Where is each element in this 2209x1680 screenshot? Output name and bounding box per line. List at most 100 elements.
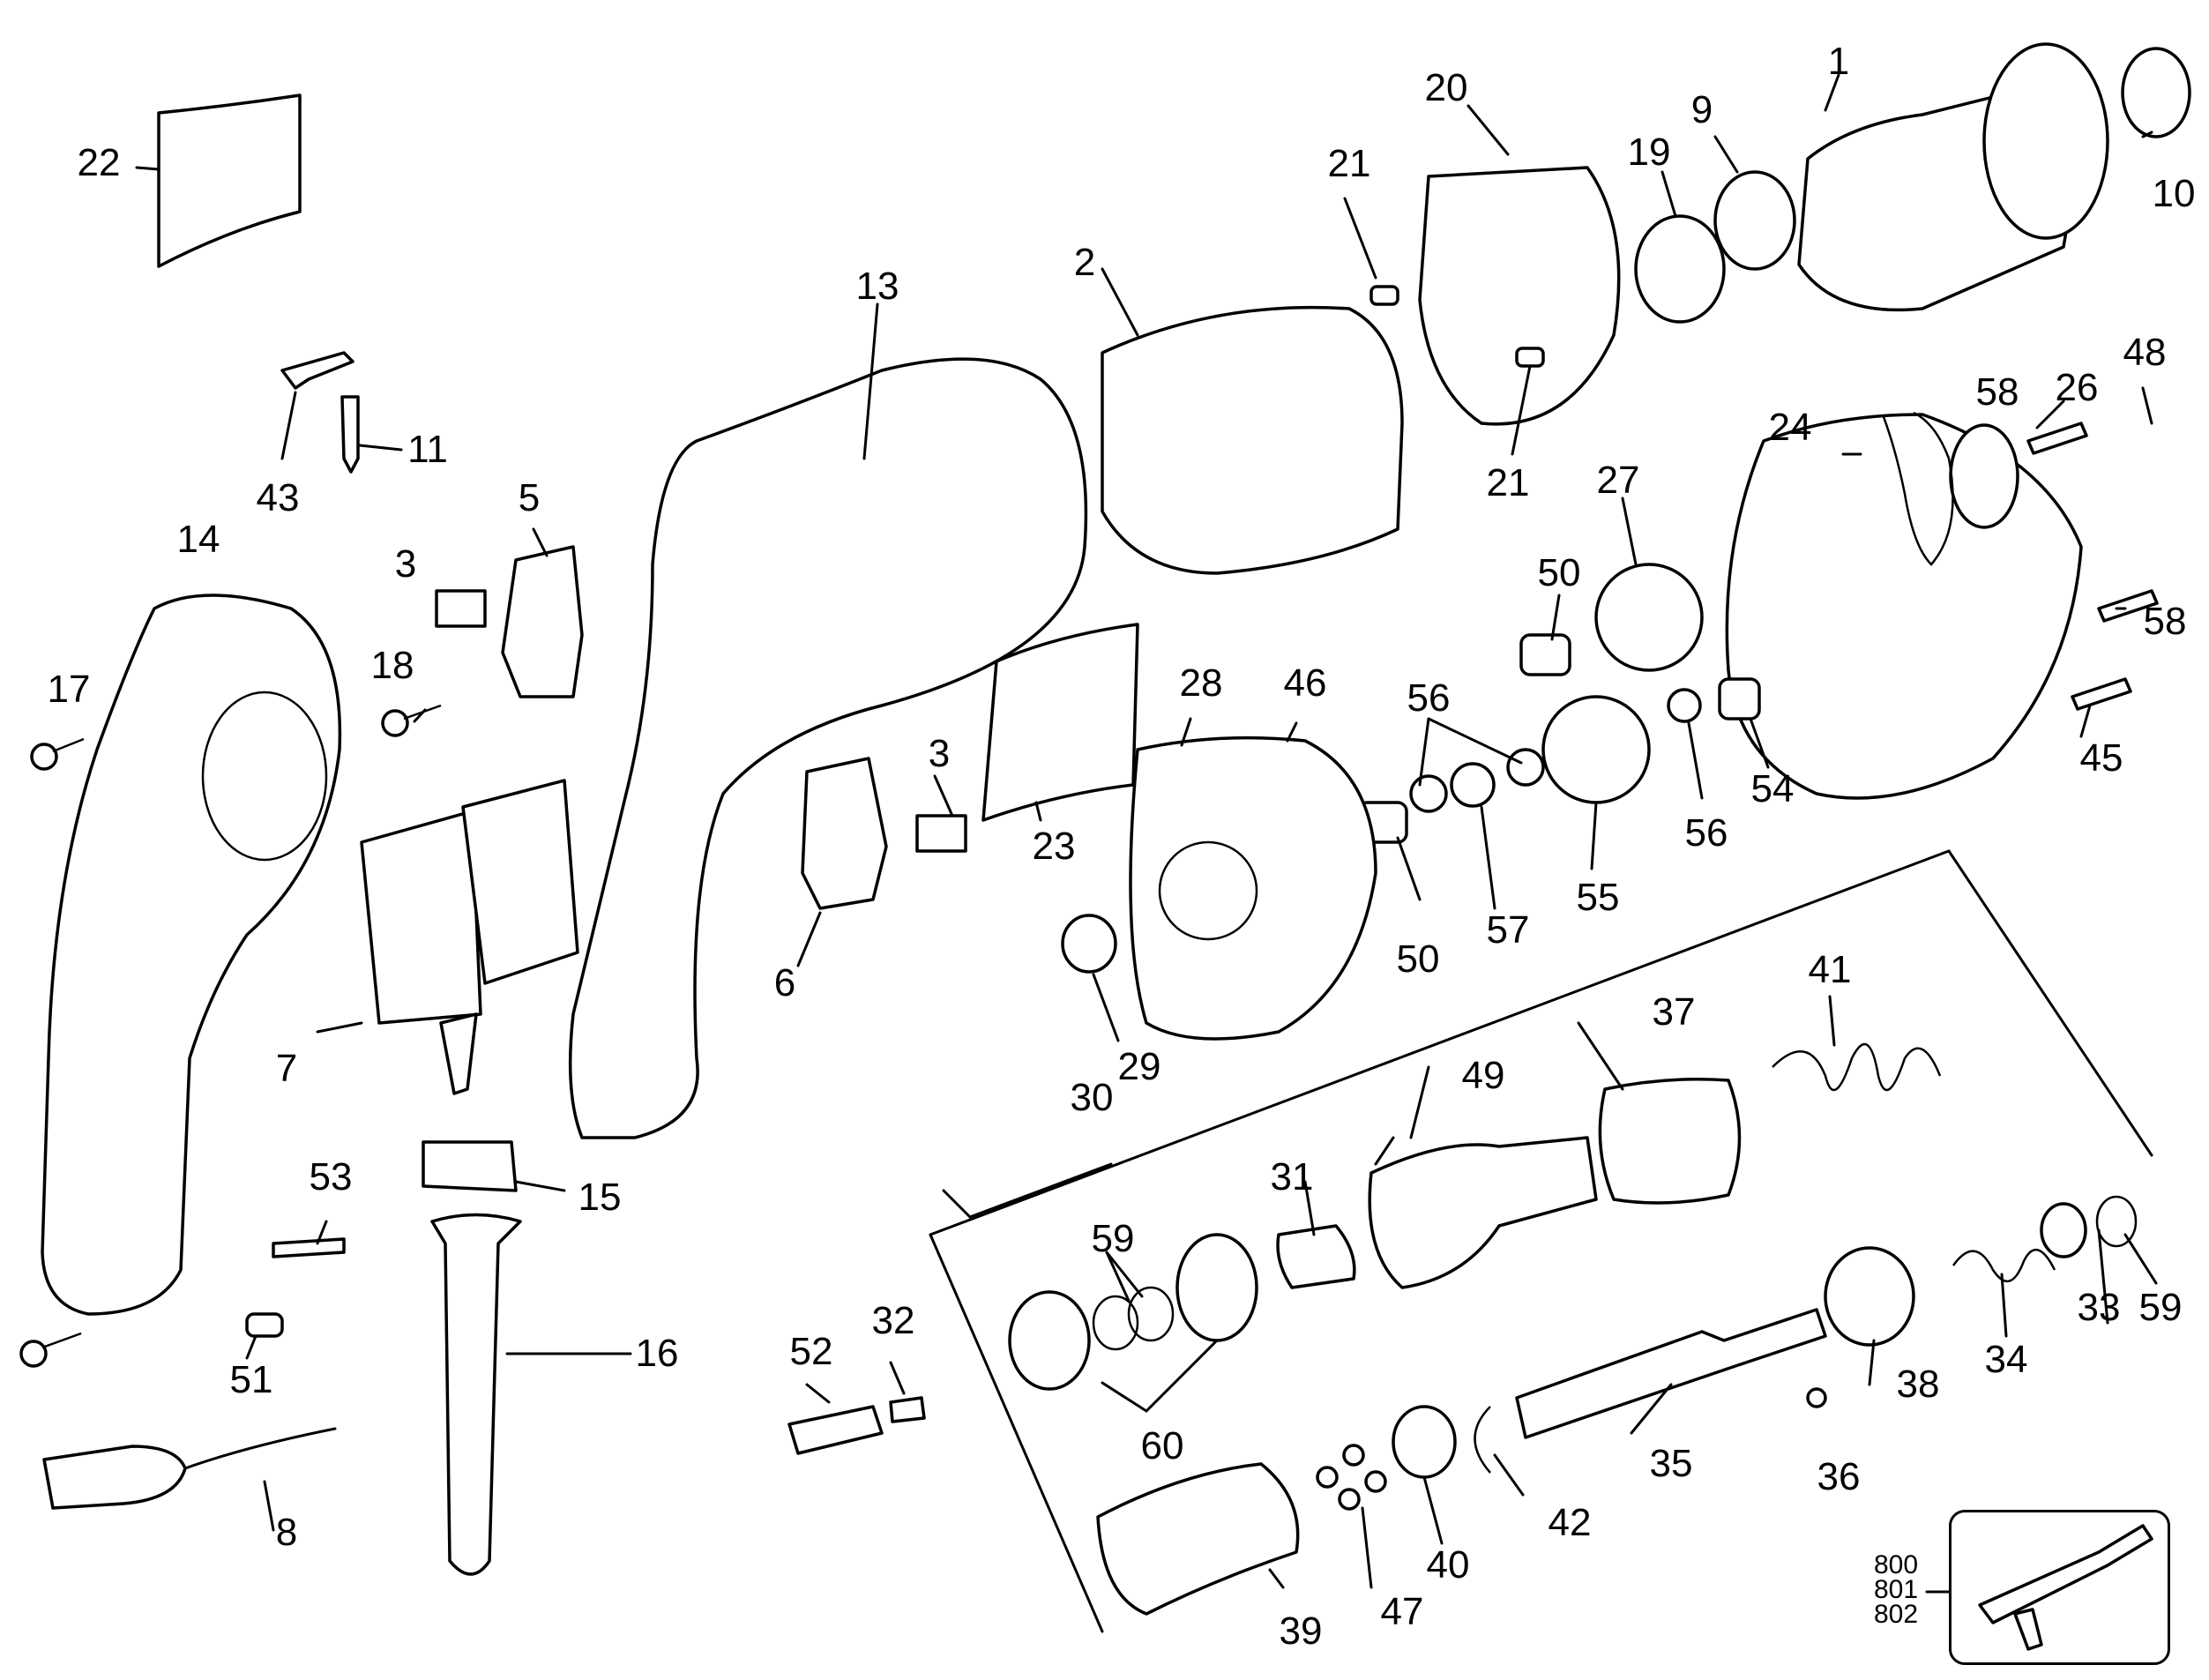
callout-16: 16 bbox=[635, 1332, 679, 1375]
washer-part-56c bbox=[1667, 688, 1702, 723]
clutch-part-60a bbox=[1008, 1290, 1091, 1391]
callout-41: 41 bbox=[1808, 948, 1852, 991]
callout-14: 14 bbox=[176, 518, 220, 561]
callout-6: 6 bbox=[773, 961, 796, 1004]
callout-17: 17 bbox=[47, 668, 91, 711]
callout-43: 43 bbox=[256, 476, 300, 519]
spring-part-34 bbox=[1952, 1248, 2056, 1283]
bearing-part-54 bbox=[1718, 677, 1761, 721]
pin-part-32 bbox=[889, 1396, 926, 1423]
sleeve-part-38 bbox=[1824, 1246, 1915, 1347]
screw-part-45 bbox=[2071, 677, 2132, 711]
connector-part-51 bbox=[245, 1312, 284, 1338]
ball-part-47a bbox=[1342, 1444, 1365, 1467]
field-part bbox=[1101, 305, 1404, 575]
callout-49: 49 bbox=[1461, 1054, 1505, 1097]
callout-31: 31 bbox=[1270, 1155, 1314, 1198]
callout-22: 22 bbox=[77, 141, 121, 184]
brush-ring-part bbox=[1418, 166, 1621, 426]
side-handle-part bbox=[430, 1213, 522, 1576]
callout-37: 37 bbox=[1652, 990, 1696, 1034]
callout-23: 23 bbox=[1032, 825, 1076, 868]
sleeve-part-31 bbox=[1276, 1224, 1356, 1289]
retaining-ring-part-59c bbox=[2095, 1195, 2138, 1248]
callout-26: 26 bbox=[2055, 366, 2099, 409]
label-sheet-part bbox=[157, 93, 302, 268]
brush-holder-part-2 bbox=[801, 757, 888, 910]
callout-45: 45 bbox=[2079, 736, 2123, 780]
handle-half-part bbox=[41, 594, 342, 1316]
clutch-group-outline bbox=[929, 849, 2153, 1236]
spring-part-41 bbox=[1772, 1042, 1942, 1092]
terminal-part-53 bbox=[272, 1237, 346, 1258]
callout-3: 3 bbox=[394, 542, 417, 586]
bearing-plate-part bbox=[1129, 735, 1377, 1041]
screw-head-part-18 bbox=[381, 709, 409, 737]
callout-59b: 59 bbox=[2138, 1286, 2183, 1329]
brush-holder-part bbox=[501, 545, 584, 698]
callout-800: 800 bbox=[1873, 1550, 1919, 1579]
motor-housing-part bbox=[568, 357, 1088, 1139]
collar-part-37 bbox=[1598, 1078, 1742, 1205]
callout-56b: 56 bbox=[1684, 811, 1728, 855]
callout-34: 34 bbox=[1984, 1338, 2028, 1381]
callout-9: 9 bbox=[1690, 88, 1713, 131]
screw-head-part-lower bbox=[19, 1340, 48, 1368]
callout-29: 29 bbox=[1117, 1045, 1161, 1088]
callout-19: 19 bbox=[1627, 131, 1671, 174]
callout-802: 802 bbox=[1873, 1600, 1919, 1629]
spring-part-52 bbox=[787, 1405, 884, 1455]
callout-60: 60 bbox=[1140, 1424, 1184, 1467]
spacer-part-57 bbox=[1450, 762, 1496, 808]
callout-30: 30 bbox=[1070, 1076, 1114, 1119]
callout-55: 55 bbox=[1576, 876, 1620, 919]
switch-part bbox=[360, 810, 482, 1025]
ball-part-47d bbox=[1316, 1466, 1339, 1489]
retaining-ring-part-59b bbox=[1127, 1286, 1175, 1342]
callout-54: 54 bbox=[1750, 767, 1795, 810]
callout-801: 801 bbox=[1873, 1575, 1919, 1604]
nose-part-49 bbox=[1368, 1136, 1598, 1289]
clip-part bbox=[280, 351, 354, 390]
side-handle-clamp-part bbox=[422, 1140, 518, 1192]
callout-33: 33 bbox=[2077, 1286, 2121, 1329]
callout-27: 27 bbox=[1596, 459, 1640, 502]
washer-part-29 bbox=[1061, 914, 1117, 974]
callout-35: 35 bbox=[1649, 1442, 1693, 1485]
screw-head-part bbox=[30, 743, 58, 771]
callout-20: 20 bbox=[1424, 66, 1468, 109]
bearing-part-10 bbox=[2121, 47, 2191, 138]
callout-36: 36 bbox=[1817, 1455, 1861, 1498]
spindle-part-35 bbox=[1515, 1308, 1827, 1439]
callout-5: 5 bbox=[518, 476, 541, 519]
callout-58: 58 bbox=[1975, 370, 2019, 414]
vent-grille-part bbox=[201, 691, 328, 862]
retaining-ring-part-59a bbox=[1092, 1295, 1139, 1351]
callout-21b: 21 bbox=[1486, 461, 1530, 504]
callout-47: 47 bbox=[1380, 1590, 1424, 1633]
callout-24: 24 bbox=[1768, 406, 1812, 449]
callout-46: 46 bbox=[1283, 661, 1327, 705]
screw-part-58b bbox=[2097, 589, 2159, 623]
callout-15: 15 bbox=[578, 1176, 622, 1219]
callout-40: 40 bbox=[1426, 1543, 1470, 1587]
ball-part-36 bbox=[1806, 1387, 1827, 1408]
callout-52: 52 bbox=[789, 1330, 833, 1373]
callout-2: 2 bbox=[1073, 241, 1096, 284]
terminal-part bbox=[340, 395, 360, 474]
bearing-part-19 bbox=[1634, 214, 1726, 324]
callout-8: 8 bbox=[275, 1511, 298, 1554]
ball-part-47c bbox=[1338, 1488, 1361, 1511]
retaining-ring-part-42 bbox=[1474, 1406, 1491, 1474]
callout-7: 7 bbox=[275, 1047, 298, 1090]
bearing-part-9 bbox=[1713, 170, 1796, 271]
sleeve-part-39 bbox=[1096, 1462, 1300, 1616]
washer-part-33 bbox=[2040, 1202, 2087, 1258]
pin-part bbox=[1369, 285, 1399, 306]
callout-38: 38 bbox=[1896, 1363, 1940, 1406]
callout-56: 56 bbox=[1407, 676, 1451, 720]
callout-32: 32 bbox=[871, 1299, 915, 1342]
accessory-inset-box bbox=[1949, 1510, 2170, 1665]
